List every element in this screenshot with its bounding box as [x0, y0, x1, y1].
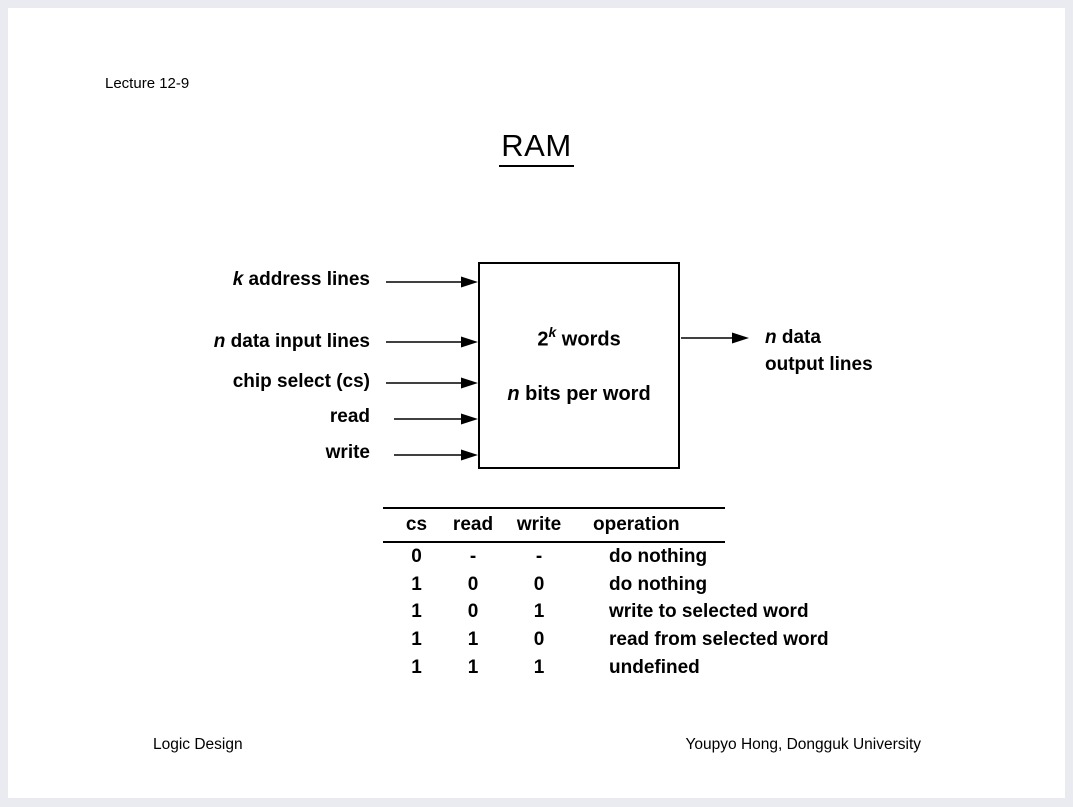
table-header-row: cs read write operation [383, 507, 725, 543]
table-row: 1 0 1 write to selected word [383, 598, 808, 626]
cell-cs: 1 [411, 573, 422, 595]
cell-operation: undefined [609, 656, 700, 678]
output-label-line2: output lines [765, 354, 873, 375]
ram-box-capacity-label: 2k words [537, 324, 621, 351]
col-header-cs: cs [405, 514, 428, 535]
cell-write: 1 [533, 601, 545, 623]
input-label-chip-select: chip select (cs) [232, 371, 370, 392]
slide-title-container: RAM [0, 128, 1073, 167]
output-label-data-output-lines: n data output lines [765, 324, 873, 378]
input-label-read: read [329, 406, 370, 427]
ram-operation-table: cs read write operation 0 - - do nothing… [383, 507, 829, 682]
output-label-line1: n data [765, 327, 821, 348]
cell-read: - [469, 545, 477, 567]
cell-write: 1 [533, 656, 545, 678]
footer-course-name: Logic Design [153, 736, 243, 753]
input-label-write: write [325, 442, 370, 463]
table-row: 0 - - do nothing [383, 543, 725, 571]
cell-cs: 0 [411, 545, 422, 567]
cell-read: 0 [467, 573, 479, 595]
cell-operation: do nothing [609, 573, 708, 595]
cell-cs: 1 [411, 628, 422, 650]
lecture-number-label: Lecture 12-9 [105, 75, 190, 92]
cell-write: 0 [533, 628, 545, 650]
cell-read: 1 [467, 628, 479, 650]
slide-title: RAM [499, 128, 574, 167]
ram-box-width-label: n bits per word [507, 382, 651, 405]
ram-block-box: 2k words n bits per word [478, 262, 680, 469]
cell-operation: read from selected word [609, 628, 829, 650]
cell-cs: 1 [411, 656, 422, 678]
cell-operation: write to selected word [609, 601, 809, 623]
table-row: 1 0 0 do nothing [383, 571, 725, 599]
superscript-k: k [548, 324, 557, 341]
cell-cs: 1 [411, 601, 422, 623]
footer-author: Youpyo Hong, Dongguk University [685, 736, 921, 753]
cell-write: 0 [533, 573, 545, 595]
table-row: 1 1 0 read from selected word [383, 626, 828, 654]
cell-write: - [535, 545, 543, 567]
cell-read: 0 [467, 601, 479, 623]
input-label-data-input-lines: n data input lines [213, 331, 370, 352]
col-header-write: write [516, 514, 562, 535]
cell-read: 1 [467, 656, 479, 678]
input-label-address-lines: k address lines [232, 269, 370, 290]
table-row: 1 1 1 undefined [383, 654, 725, 682]
cell-operation: do nothing [609, 545, 708, 567]
col-header-operation: operation [593, 514, 680, 535]
col-header-read: read [452, 514, 494, 535]
